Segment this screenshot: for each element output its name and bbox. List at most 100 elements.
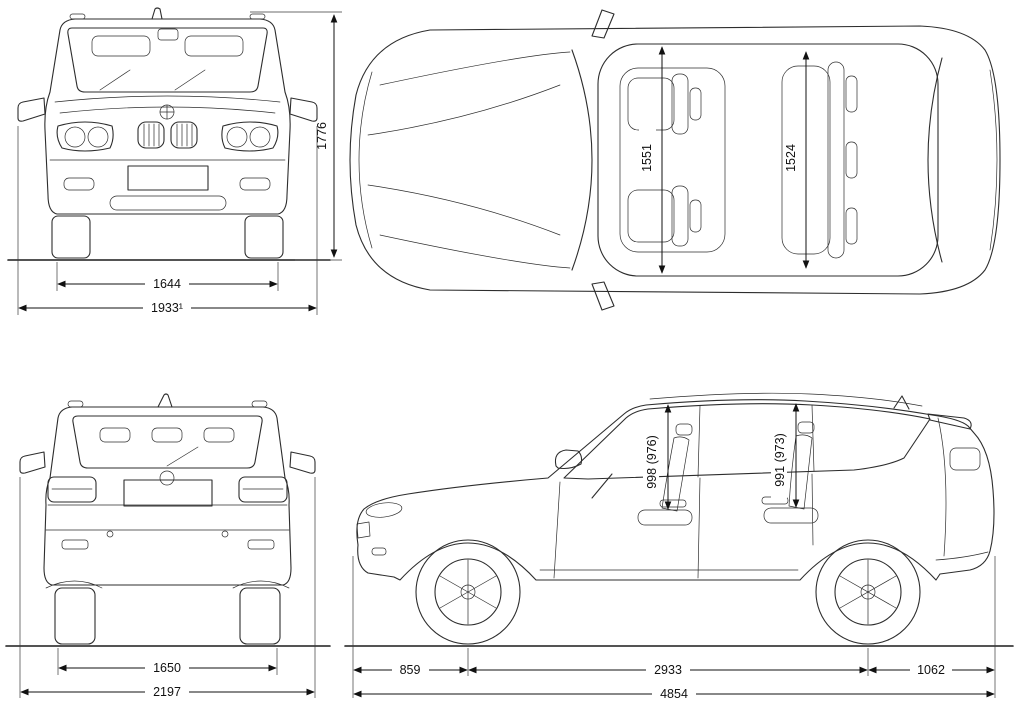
side-wheelbase-label: 2933	[654, 663, 682, 677]
rear-track-label-box	[145, 661, 189, 675]
front-side-mirror-right	[289, 97, 318, 122]
rear-reflector-left	[61, 539, 89, 550]
front-track-label: 1644	[153, 277, 181, 291]
side-rear-headroom-label-box	[771, 424, 787, 498]
front-license-plate	[127, 165, 209, 191]
front-sun-visor-left	[91, 35, 151, 57]
front-wheel-right	[244, 215, 284, 259]
top-windshield-arc	[571, 49, 593, 271]
front-roof-rail-right	[249, 13, 266, 20]
top-rear-width-label-box	[783, 128, 800, 188]
top-mirror-left	[591, 9, 615, 39]
rear-window	[72, 415, 263, 469]
front-fog-light-right	[239, 177, 271, 191]
rear-headrest-center	[151, 427, 183, 443]
side-rear-overhang-label: 1062	[917, 663, 945, 677]
side-mirror	[554, 449, 583, 470]
top-roof-outline	[597, 43, 939, 277]
side-kidney-grille	[356, 521, 371, 539]
front-body-outline	[44, 18, 291, 215]
front-track-label-box	[145, 277, 189, 291]
rear-bmw-roundel	[159, 470, 175, 486]
rear-reflector-right	[247, 539, 275, 550]
side-view: 998 (976) 991 (973) 859 2933 1062 4854	[344, 392, 1014, 701]
top-front-seat-right	[627, 185, 702, 247]
rear-side-mirror-left	[19, 451, 46, 474]
top-view: 1551 1524	[349, 9, 1001, 311]
side-rear-headroom-label: 991 (973)	[773, 433, 787, 487]
front-lower-intake	[109, 195, 227, 211]
side-front-overhang-label-box	[392, 663, 429, 677]
top-hood-line-bottom	[379, 234, 571, 269]
front-width-label-box	[143, 301, 191, 315]
rear-fin-antenna	[157, 393, 173, 408]
top-rear-bumper-line	[989, 69, 998, 251]
rear-width-label: 2197	[153, 685, 181, 699]
side-steering-wheel	[591, 473, 613, 499]
side-rear-seat	[763, 421, 819, 524]
side-spoiler	[927, 413, 972, 430]
front-side-mirror-left	[17, 97, 46, 122]
front-wiper-right	[174, 69, 206, 91]
rear-arch-right	[232, 580, 290, 589]
top-hood-line-top	[379, 51, 571, 86]
rear-roof-rail-left	[67, 400, 84, 408]
side-fin-antenna	[893, 395, 910, 410]
side-window-band	[563, 403, 931, 480]
front-height-label: 1776	[315, 122, 329, 150]
rear-license-plate	[123, 479, 213, 507]
front-kidney-grille-right	[170, 121, 198, 149]
rear-headrest-left	[99, 427, 131, 443]
side-front-door-seam	[553, 481, 561, 579]
side-c-pillar	[811, 404, 815, 472]
side-wheelbase-label-box	[646, 663, 690, 677]
top-front-bumper-line	[358, 71, 373, 249]
rear-wiper	[166, 446, 199, 467]
front-sun-visor-right	[184, 35, 244, 57]
front-headlamp-left-outer	[64, 126, 86, 148]
front-kidney-grille-left	[137, 121, 165, 149]
rear-view: 1650 2197	[5, 393, 331, 699]
side-hatch-seam	[937, 417, 947, 557]
side-door-handle-rear	[761, 496, 789, 505]
side-front-headroom-label-box	[643, 426, 659, 500]
front-wiper-left	[99, 69, 131, 91]
side-door-handle-front	[659, 499, 687, 508]
front-hood-line-1	[54, 95, 281, 103]
front-headlamp-left-inner	[87, 126, 109, 148]
side-b-door-seam	[697, 477, 701, 579]
rear-arch-left	[45, 580, 103, 589]
front-headlight-right	[221, 121, 279, 152]
top-hood-crease-bottom	[367, 184, 561, 236]
front-width-label: 1933¹	[151, 301, 183, 315]
rear-track-label: 1650	[153, 661, 181, 675]
side-taillight	[949, 447, 981, 471]
top-hood-crease-top	[367, 84, 561, 136]
front-headlight-left	[56, 121, 114, 152]
top-front-width-label-box	[639, 128, 656, 188]
front-roof-rail-left	[69, 13, 86, 20]
top-front-width-label: 1551	[640, 144, 654, 172]
rear-width-label-box	[145, 685, 189, 699]
side-b-pillar	[697, 405, 701, 478]
side-front-headroom-label: 998 (976)	[645, 435, 659, 489]
top-sunroof	[619, 67, 726, 253]
side-rear-overhang-label-box	[910, 663, 952, 677]
side-roof-rail	[649, 392, 923, 407]
rear-taillight-right	[238, 476, 288, 503]
side-front-overhang-label: 859	[400, 663, 421, 677]
side-rear-wheel	[815, 539, 921, 645]
top-front-seat-left	[627, 73, 702, 135]
rear-park-sensor-left	[106, 530, 114, 538]
front-windshield	[67, 27, 268, 93]
top-body-outline	[349, 25, 1001, 295]
side-length-label-box	[652, 687, 696, 701]
top-rear-width-label: 1524	[784, 144, 798, 172]
top-rear-window-arc	[927, 57, 943, 263]
front-fog-light-left	[63, 177, 95, 191]
side-fog-light	[371, 547, 387, 556]
rear-headrest-right	[203, 427, 235, 443]
side-rear-door-seam	[811, 473, 814, 546]
